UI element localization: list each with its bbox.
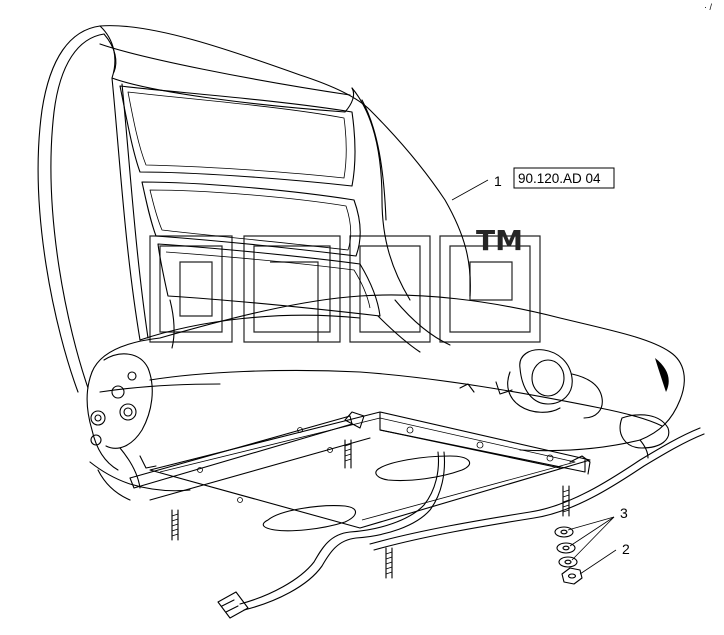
stud-bolt [562,485,570,517]
seat-cushion [91,294,685,459]
callout-2-label: 2 [622,541,630,557]
watermark-trademark: TM [476,224,523,257]
callout-1-label: 1 [494,173,502,189]
stud-bolt [171,509,179,541]
recliner-mechanism [86,353,191,501]
stud-bolts [171,439,570,579]
corner-mark: · / [704,2,712,12]
callout-1-ref: 90.120.AD 04 [518,171,601,186]
callout-1-ref-box [513,167,615,189]
seat-backrest [37,25,471,393]
washer-stack [554,526,578,568]
callout-3-label: 3 [620,505,628,521]
callout-1: 1 90.120.AD 04 [451,167,615,201]
hex-nut [561,567,583,585]
callout-2: 2 [579,541,630,575]
seat-base-frame [129,383,591,532]
adjustment-knob [495,349,603,419]
slide-rail-bar [217,427,705,619]
stud-bolt [385,547,393,579]
watermark-logo: TM [149,224,541,343]
stud-bolt [344,439,352,469]
callout-3: 3 [567,505,628,561]
